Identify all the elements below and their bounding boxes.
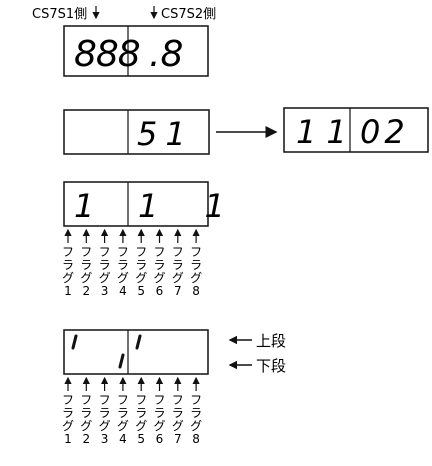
flag-row3-label-4-char-3: 4 (119, 284, 127, 298)
flag-row3-label-7-char-1: ラ (172, 258, 184, 272)
flag-row3-label-2-char-1: ラ (80, 258, 92, 272)
flag-row4-label-4-char-0: フ (117, 393, 129, 407)
flag-row4-label-4-char-2: グ (117, 419, 129, 433)
flag-row3-label-8-char-1: ラ (190, 258, 202, 272)
flag5-upper-segment (135, 334, 142, 350)
top-display: 888 .8 (63, 25, 209, 77)
flag-row4-label-2-char-1: ラ (80, 406, 92, 420)
middle-left-display-digits: 51 (137, 115, 194, 153)
flag-row3-label-2-char-3: 2 (82, 284, 90, 298)
flag-row3-label-5-char-3: 5 (137, 284, 145, 298)
flag-row4-label-5-char-1: ラ (135, 406, 147, 420)
row4-display (63, 329, 209, 375)
flag1-upper-segment (71, 334, 78, 350)
flag-row4-label-7-char-3: 7 (174, 432, 182, 446)
flag-row3-label-1-char-1: ラ (62, 258, 74, 272)
upper-row-label: 上段 (256, 332, 286, 350)
flag-row3-label-5-char-0: フ (135, 245, 147, 259)
top-display-right-digits: .8 (149, 34, 183, 75)
flag-row4-label-5-char-3: 5 (137, 432, 145, 446)
top-display-left-digits: 888 (74, 34, 140, 75)
flag-row4-label-4-char-1: ラ (117, 406, 129, 420)
flag-row3-label-5-char-1: ラ (135, 258, 147, 272)
flag-row4-label-5-char-0: フ (135, 393, 147, 407)
flag-row3-label-1-char-3: 1 (64, 284, 72, 298)
flag-row4-label-8-char-2: グ (190, 419, 202, 433)
row3-display-right-digits: 1 1 (138, 187, 243, 225)
flag-row4-label-1-char-0: フ (62, 393, 74, 407)
flag-row4-label-3-char-2: グ (99, 419, 111, 433)
lower-row-label: 下段 (256, 357, 286, 375)
flag4-lower-segment (118, 353, 125, 369)
middle-left-display: 51 (63, 109, 210, 155)
flag-row4-label-6-char-3: 6 (156, 432, 164, 446)
flag-row4-label-3-char-1: ラ (99, 406, 111, 420)
cs7s2-label: CS7S2側 (161, 7, 216, 22)
flag-row3-label-8-char-3: 8 (192, 284, 200, 298)
flag-row4-label-4-char-3: 4 (119, 432, 127, 446)
flag-row4-label-2-char-2: グ (80, 419, 92, 433)
flag-row3-label-7-char-3: 7 (174, 284, 182, 298)
flag-row4-label-2-char-3: 2 (82, 432, 90, 446)
cs7s1-label: CS7S1側 (32, 7, 87, 22)
flag-row4-label-8-char-3: 8 (192, 432, 200, 446)
flag-row3-label-6-char-3: 6 (156, 284, 164, 298)
flag-row3-label-2-char-2: グ (80, 271, 92, 285)
flag-row3-label-1-char-0: フ (62, 245, 74, 259)
flag-row3-label-2-char-0: フ (80, 245, 92, 259)
flag-row4-label-7-char-0: フ (172, 393, 184, 407)
flag-row4-label-1-char-3: 1 (64, 432, 72, 446)
flag-row3-label-8-char-2: グ (190, 271, 202, 285)
flag-row4-label-1-char-2: グ (62, 419, 74, 433)
middle-right-display-right-digits: 02 (360, 113, 409, 151)
flag-row3-label-8-char-0: フ (190, 245, 202, 259)
flag-row4-label-3-char-3: 3 (101, 432, 109, 446)
flag-row3-label-1-char-2: グ (62, 271, 74, 285)
flag-row4-label-8-char-1: ラ (190, 406, 202, 420)
flag-row4-label-7-char-2: グ (172, 419, 184, 433)
flag-row3-label-6-char-1: ラ (153, 258, 165, 272)
flag-row4-label-6-char-0: フ (153, 393, 165, 407)
middle-right-display: 11 02 (283, 107, 429, 153)
middle-right-display-left-digits: 11 (296, 113, 357, 151)
flag-row3-label-3-char-3: 3 (101, 284, 109, 298)
flag-row3-label-3-char-1: ラ (99, 258, 111, 272)
flag-row4-label-1-char-1: ラ (62, 406, 74, 420)
flag-row3-label-4-char-2: グ (117, 271, 129, 285)
flag-row3-label-4-char-0: フ (117, 245, 129, 259)
flag-row3-label-6-char-0: フ (153, 245, 165, 259)
flag-row4-label-6-char-2: グ (153, 419, 165, 433)
flag-row3-label-7-char-0: フ (172, 245, 184, 259)
row3-display: 1 1 1 (63, 181, 243, 227)
flag-row4-label-6-char-1: ラ (153, 406, 165, 420)
flag-row3-label-3-char-2: グ (99, 271, 111, 285)
flag-row3-label-4-char-1: ラ (117, 258, 129, 272)
flag-row3-label-7-char-2: グ (172, 271, 184, 285)
flag-row4-label-3-char-0: フ (99, 393, 111, 407)
flag-row4-label-5-char-2: グ (135, 419, 147, 433)
row3-display-left-digits: 1 (74, 187, 94, 225)
flag-row3-label-5-char-2: グ (135, 271, 147, 285)
flag-row3-label-3-char-0: フ (99, 245, 111, 259)
flag-row3-label-6-char-2: グ (153, 271, 165, 285)
flag-row4-label-8-char-0: フ (190, 393, 202, 407)
flag-row4-label-2-char-0: フ (80, 393, 92, 407)
flag-row4-label-7-char-1: ラ (172, 406, 184, 420)
